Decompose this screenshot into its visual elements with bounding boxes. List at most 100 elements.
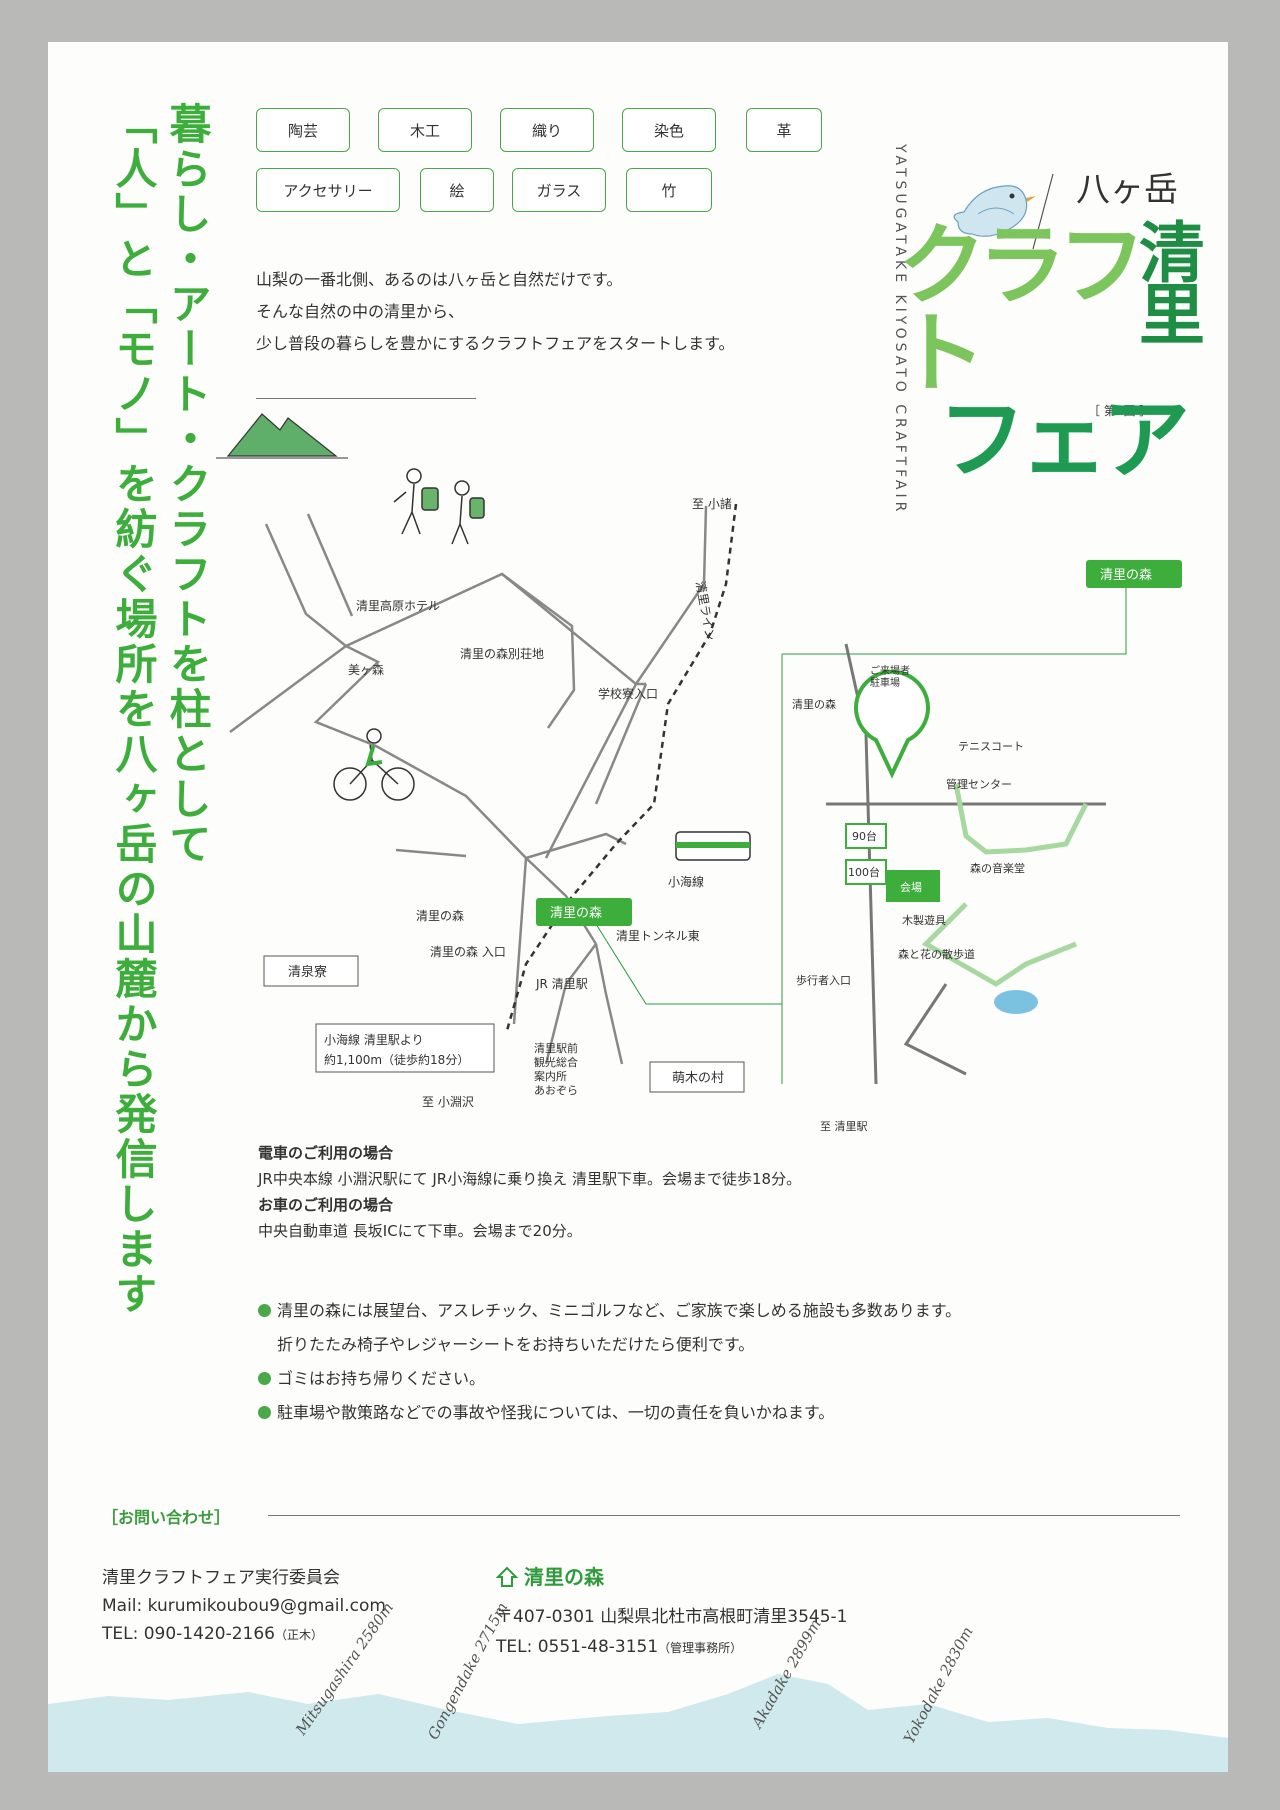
- slogan: 暮らし・アート・クラフトを柱として 「人」と「モノ」を紡ぐ場所を八ヶ岳の山麓から…: [106, 102, 214, 1317]
- contact-organizer: 清里クラフトフェア実行委員会 Mail: kurumikoubou9@gmail…: [102, 1564, 386, 1649]
- access-map: 至 小諸 清里ライン 清里高原ホテル 清里の森別荘地 美ヶ森 学校寮入口 小海線…: [216, 413, 1182, 1133]
- car-heading: お車のご利用の場合: [258, 1196, 394, 1214]
- access-info: 電車のご利用の場合 JR中央本線 小淵沢駅にて JR小海線に乗り換え 清里駅下車…: [258, 1140, 801, 1244]
- label-walk-note-1: 小海線 清里駅より: [324, 1032, 424, 1047]
- mountain-silhouette: Mitsugashira 2580m Gongendake 2715m Akad…: [48, 1599, 1228, 1772]
- mori-badge-detail: [1086, 560, 1182, 588]
- contact-mail: Mail: kurumikoubou9@gmail.com: [102, 1596, 386, 1616]
- label-bessouchi: 清里の森別荘地: [460, 646, 544, 661]
- label-seisenryo: 清泉寮: [288, 964, 327, 980]
- label-komoro: 至 小諸: [692, 496, 732, 511]
- moegi-box: [649, 1061, 745, 1093]
- contact-label: ［お問い合わせ］: [102, 1508, 231, 1527]
- tag-leather: 革: [746, 108, 822, 152]
- title-kiyosato: 清里: [1128, 218, 1205, 342]
- forest-tel: TEL: 0551-48-3151: [496, 1637, 659, 1657]
- cyclist-icon: [333, 728, 415, 801]
- label-tourist-1: 清里駅前: [534, 1041, 578, 1055]
- label-walk-note-2: 約1,100m（徒歩約18分）: [324, 1052, 469, 1067]
- mountain-shape: [48, 1674, 1228, 1772]
- forest-logo: 清里の森: [496, 1562, 847, 1592]
- train-icon: [675, 831, 751, 861]
- fair-title: YATSUGATAKE KIYOSATO CRAFTFAIR 八ヶ岳 清里 ［ …: [878, 84, 1208, 614]
- walk-note-box: [315, 1023, 495, 1073]
- detail-tennis: テニスコート: [958, 740, 1024, 753]
- divider: [268, 1515, 1180, 1516]
- label-mori-entrance: 清里の森 入口: [430, 944, 506, 959]
- detail-mokusei: 木製遊具: [902, 913, 946, 927]
- train-text: JR中央本線 小淵沢駅にて JR小海線に乗り換え 清里駅下車。会場まで徒歩18分…: [258, 1170, 802, 1188]
- contact-tel-note: （正木）: [274, 1628, 323, 1642]
- tag-pottery: 陶芸: [256, 108, 350, 152]
- label-mori-signal: 清里の森: [416, 908, 464, 923]
- note-text: ゴミはお持ち帰りください。: [277, 1369, 486, 1388]
- bird-icon: [953, 173, 1054, 250]
- label-tourist-2: 観光総合: [534, 1055, 578, 1069]
- roads: [229, 505, 708, 1065]
- intro-line: そんな自然の中の清里から、: [256, 302, 465, 321]
- train-heading: 電車のご利用の場合: [258, 1144, 394, 1162]
- notes: 清里の森には展望台、アスレチック、ミニゴルフなど、ご家族で楽しめる施設も多数あり…: [258, 1294, 961, 1430]
- contact-tel: TEL: 090-1420-2166: [102, 1624, 275, 1644]
- label-tunnel-east: 清里トンネル東: [616, 929, 700, 943]
- detail-badge: 清里の森: [1100, 568, 1152, 583]
- title-fair: フェア: [938, 388, 1190, 491]
- intro-line: 山梨の一番北側、あるのは八ヶ岳と自然だけです。: [256, 270, 623, 289]
- detail-parking-2: 駐車場: [870, 676, 900, 689]
- mori-badge-main: [536, 898, 632, 926]
- detail-pedestrian: 歩行者入口: [796, 973, 851, 987]
- bullet-icon: [258, 1372, 271, 1385]
- divider: [256, 398, 476, 399]
- org-name: 清里クラフトフェア実行委員会: [102, 1568, 340, 1588]
- title-edition: ［ 第1回 ］: [1088, 404, 1152, 418]
- tag-dyeing: 染色: [622, 108, 716, 152]
- mountain-illustration: [216, 413, 348, 459]
- detail-sanpo: 森と花の散歩道: [898, 947, 975, 961]
- title-craft: クラフト: [898, 214, 1146, 405]
- railway: [504, 503, 738, 1035]
- bullet-icon: [258, 1304, 271, 1317]
- contact-forest: 清里の森 〒407-0301 山梨県北杜市高根町清里3545-1 TEL: 05…: [496, 1562, 847, 1663]
- bullet-icon: [258, 1406, 271, 1419]
- note-text: 駐車場や散策路などでの事故や怪我については、一切の責任を負いかねます。: [277, 1403, 835, 1422]
- tag-woodwork: 木工: [378, 108, 472, 152]
- flyer-page: 暮らし・アート・クラフトを柱として 「人」と「モノ」を紡ぐ場所を八ヶ岳の山麓から…: [48, 42, 1228, 1772]
- tag-weaving: 織り: [500, 108, 594, 152]
- hikers-icon: [393, 468, 485, 545]
- label-kobuchizawa: 至 小淵沢: [422, 1095, 474, 1109]
- note-item: 清里の森には展望台、アスレチック、ミニゴルフなど、ご家族で楽しめる施設も多数あり…: [258, 1294, 961, 1328]
- detail-venue: 会場: [900, 881, 922, 894]
- detail-map: [595, 572, 1127, 1085]
- tag-painting: 絵: [420, 168, 494, 212]
- slogan-line-1: 暮らし・アート・クラフトを柱として: [163, 102, 212, 867]
- label-mori-badge: 清里の森: [550, 906, 602, 921]
- car-text: 中央自動車道 長坂ICにて下車。会場まで20分。: [258, 1222, 582, 1240]
- detail-parking-1: ご来場者: [870, 664, 910, 677]
- intro-line: 少し普段の暮らしを豊かにするクラフトフェアをスタートします。: [256, 334, 735, 353]
- label-tourist-4: あおぞら: [534, 1084, 578, 1097]
- label-tourist-3: 案内所: [534, 1069, 567, 1083]
- label-kiyosato-line: 清里ライン: [693, 580, 717, 642]
- detail-ongakudo: 森の音楽堂: [970, 861, 1025, 875]
- forest-tel-note: （管理事務所）: [658, 1641, 743, 1655]
- slogan-line-2: 「人」と「モノ」を紡ぐ場所を八ヶ岳の山麓から発信します: [109, 102, 158, 1317]
- tag-accessory: アクセサリー: [256, 168, 400, 212]
- label-koumi-line: 小海線: [668, 874, 704, 889]
- note-text-cont: 折りたたみ椅子やレジャーシートをお持ちいただけたら便利です。: [277, 1335, 755, 1354]
- label-migamori: 美ヶ森: [348, 662, 384, 677]
- detail-mori-signal: 清里の森: [792, 697, 836, 711]
- forest-name: 清里の森: [524, 1565, 604, 1589]
- forest-logo-icon: [496, 1566, 518, 1587]
- seisenryo-box: [263, 955, 359, 987]
- note-item: 駐車場や散策路などでの事故や怪我については、一切の責任を負いかねます。: [258, 1396, 961, 1430]
- tag-bamboo: 竹: [626, 168, 712, 212]
- title-yatsugatake: 八ヶ岳: [1076, 170, 1178, 210]
- detail-to-station: 至 清里駅: [820, 1120, 868, 1133]
- note-item: ゴミはお持ち帰りください。: [258, 1362, 961, 1396]
- intro-text: 山梨の一番北側、あるのは八ヶ岳と自然だけです。 そんな自然の中の清里から、 少し…: [256, 264, 735, 360]
- forest-address: 〒407-0301 山梨県北杜市高根町清里3545-1: [496, 1607, 848, 1627]
- label-gakkouryo: 学校寮入口: [598, 686, 658, 701]
- detail-lot-90: 90台: [852, 829, 877, 843]
- label-jr-station: JR 清里駅: [535, 977, 588, 991]
- label-moegi: 萌木の村: [672, 1071, 724, 1086]
